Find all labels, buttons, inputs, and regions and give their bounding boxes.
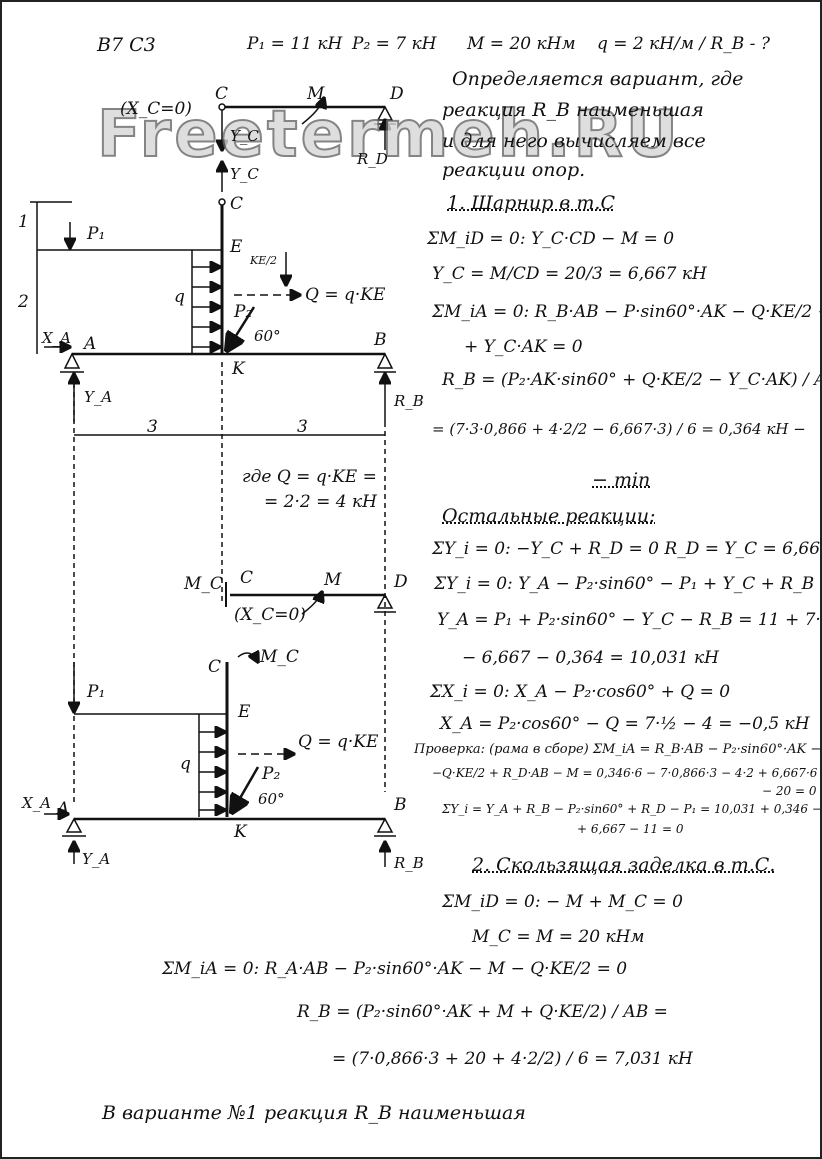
label-mc2: M_C: [260, 647, 299, 667]
equation: = (7·0,866·3 + 20 + 4·2/2) / 6 = 7,031 к…: [332, 1049, 693, 1069]
section1-title: 1. Шарнир в т.С: [447, 192, 615, 214]
label-qforce: Q = q·KE: [305, 285, 386, 305]
intro-line: и для него вычисляем все: [442, 130, 706, 152]
label-p2: P₂: [262, 764, 281, 784]
diagram-1: [30, 98, 396, 802]
label-e: E: [238, 702, 251, 722]
variant-label: В7 С3: [97, 34, 156, 56]
equation: ΣY_i = 0: −Y_C + R_D = 0 R_D = Y_C = 6,6…: [432, 539, 822, 559]
p2-value: P₂ = 7 кН: [352, 34, 437, 54]
label-ya: Y_A: [84, 388, 113, 406]
label-rd: R_D: [357, 150, 388, 168]
label-xa: X_A: [22, 794, 52, 812]
label-b: B: [394, 795, 407, 815]
label-c: C: [215, 84, 229, 104]
where-q: = 2·2 = 4 кН: [264, 492, 377, 512]
equation: ΣX_i = 0: X_A − P₂·cos60° + Q = 0: [430, 682, 731, 702]
watermark: Freetermeh.RU: [96, 97, 681, 173]
label-xa: X_A: [42, 329, 72, 347]
equation: R_B = (P₂·sin60°·AK + M + Q·KE/2) / AB =: [297, 1002, 668, 1022]
check-line: Проверка: (рама в сборе) ΣM_iA = R_B·AB …: [414, 742, 822, 757]
label-c: C: [240, 568, 254, 588]
label-rb: R_B: [394, 392, 424, 410]
check-line: − 20 = 0: [762, 784, 817, 798]
m-value: M = 20 кНм: [467, 34, 576, 54]
check-line: + 6,667 − 11 = 0: [577, 822, 684, 836]
equation: M_C = M = 20 кНм: [472, 927, 645, 947]
equation: X_A = P₂·cos60° − Q = 7·½ − 4 = −0,5 кН: [440, 714, 810, 734]
label-ke2: KE/2: [250, 254, 277, 267]
label-a: A: [84, 334, 97, 354]
equation: ΣY_i = 0: Y_A − P₂·sin60° − P₁ + Y_C + R…: [434, 574, 822, 594]
diagram-2: [44, 582, 396, 867]
equation: Y_A = P₁ + P₂·sin60° − Y_C − R_B = 11 + …: [437, 610, 821, 630]
label-a: A: [57, 799, 70, 819]
conclusion: В варианте №1 реакция R_B наименьшая: [102, 1102, 526, 1124]
equation: ΣM_iD = 0: − M + M_C = 0: [442, 892, 683, 912]
label-q: q: [180, 754, 191, 774]
equation: Y_C = M/CD = 20/3 = 6,667 кН: [432, 264, 707, 284]
label-ya: Y_A: [82, 850, 111, 868]
equation: ΣM_iA = 0: R_A·AB − P₂·sin60°·AK − M − Q…: [162, 959, 628, 979]
label-b: B: [374, 330, 387, 350]
label-m: M: [324, 570, 342, 590]
q-value: q = 2 кН/м / R_B - ?: [597, 34, 770, 54]
label-angle: 60°: [254, 327, 281, 345]
equation: + Y_C·AK = 0: [464, 337, 583, 357]
dim-3a: 3: [147, 417, 158, 437]
label-xc: (X_C=0): [120, 99, 192, 119]
label-mc: M_C: [184, 574, 223, 594]
label-k: K: [234, 822, 247, 842]
intro-line: реакция R_B наименьшая: [442, 99, 704, 121]
p1-value: P₁ = 11 кН: [247, 34, 343, 54]
label-d: D: [394, 572, 408, 592]
label-d: D: [390, 84, 404, 104]
intro-line: Определяется вариант, где: [452, 68, 744, 90]
label-angle: 60°: [258, 790, 285, 808]
equation: ΣM_iA = 0: R_B·AB − P·sin60°·AK − Q·KE/2…: [432, 302, 822, 322]
label-yc2: Y_C: [230, 165, 259, 183]
equation: = (7·3·0,866 + 4·2/2 − 6,667·3) / 6 = 0,…: [432, 420, 806, 438]
label-xc: (X_C=0): [234, 605, 306, 625]
check-line: −Q·KE/2 + R_D·AB − M = 0,346·6 − 7·0,866…: [432, 766, 822, 780]
min-label: − min: [592, 469, 651, 491]
label-p1: P₁: [87, 682, 106, 702]
label-c2: C: [208, 657, 222, 677]
label-qforce: Q = q·KE: [298, 732, 379, 752]
label-p1: P₁: [87, 224, 106, 244]
label-q: q: [174, 287, 185, 307]
label-rb: R_B: [394, 854, 424, 872]
check-line: ΣY_i = Y_A + R_B − P₂·sin60° + R_D − P₁ …: [442, 802, 822, 816]
equation: − 6,667 − 0,364 = 10,031 кН: [462, 648, 719, 668]
equation: R_B = (P₂·AK·sin60° + Q·KE/2 − Y_C·AK) /…: [442, 370, 822, 390]
label-e: E: [230, 237, 243, 257]
dim-3b: 3: [297, 417, 308, 437]
label-m: M: [307, 84, 325, 104]
equation: ΣM_iD = 0: Y_C·CD − M = 0: [427, 229, 675, 249]
label-yc: Y_C: [230, 127, 259, 145]
dim-1: 1: [18, 212, 29, 232]
where-q: где Q = q·KE =: [242, 467, 377, 487]
label-p2: P₂: [234, 302, 253, 322]
intro-line: реакции опор.: [442, 159, 586, 181]
label-k: K: [232, 359, 245, 379]
label-c2: C: [230, 194, 244, 214]
dim-2: 2: [18, 292, 29, 312]
rest-title: Остальные реакции:: [442, 505, 656, 527]
section2-title: 2. Скользящая заделка в т.С.: [472, 854, 776, 876]
